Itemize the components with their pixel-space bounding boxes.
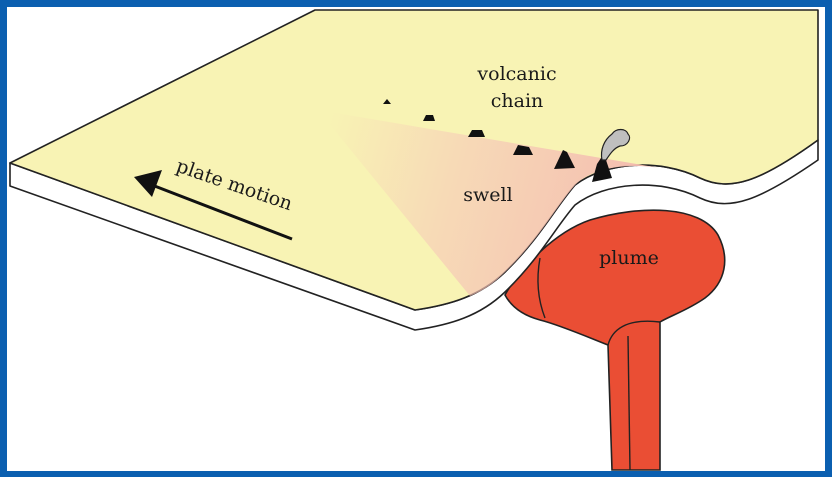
label-volcanic: volcanic <box>476 63 556 85</box>
label-chain: chain <box>491 90 544 112</box>
label-plume: plume <box>599 247 659 269</box>
hotspot-diagram: volcanic chain swell plate motion plume <box>7 7 825 471</box>
label-swell: swell <box>463 184 512 206</box>
